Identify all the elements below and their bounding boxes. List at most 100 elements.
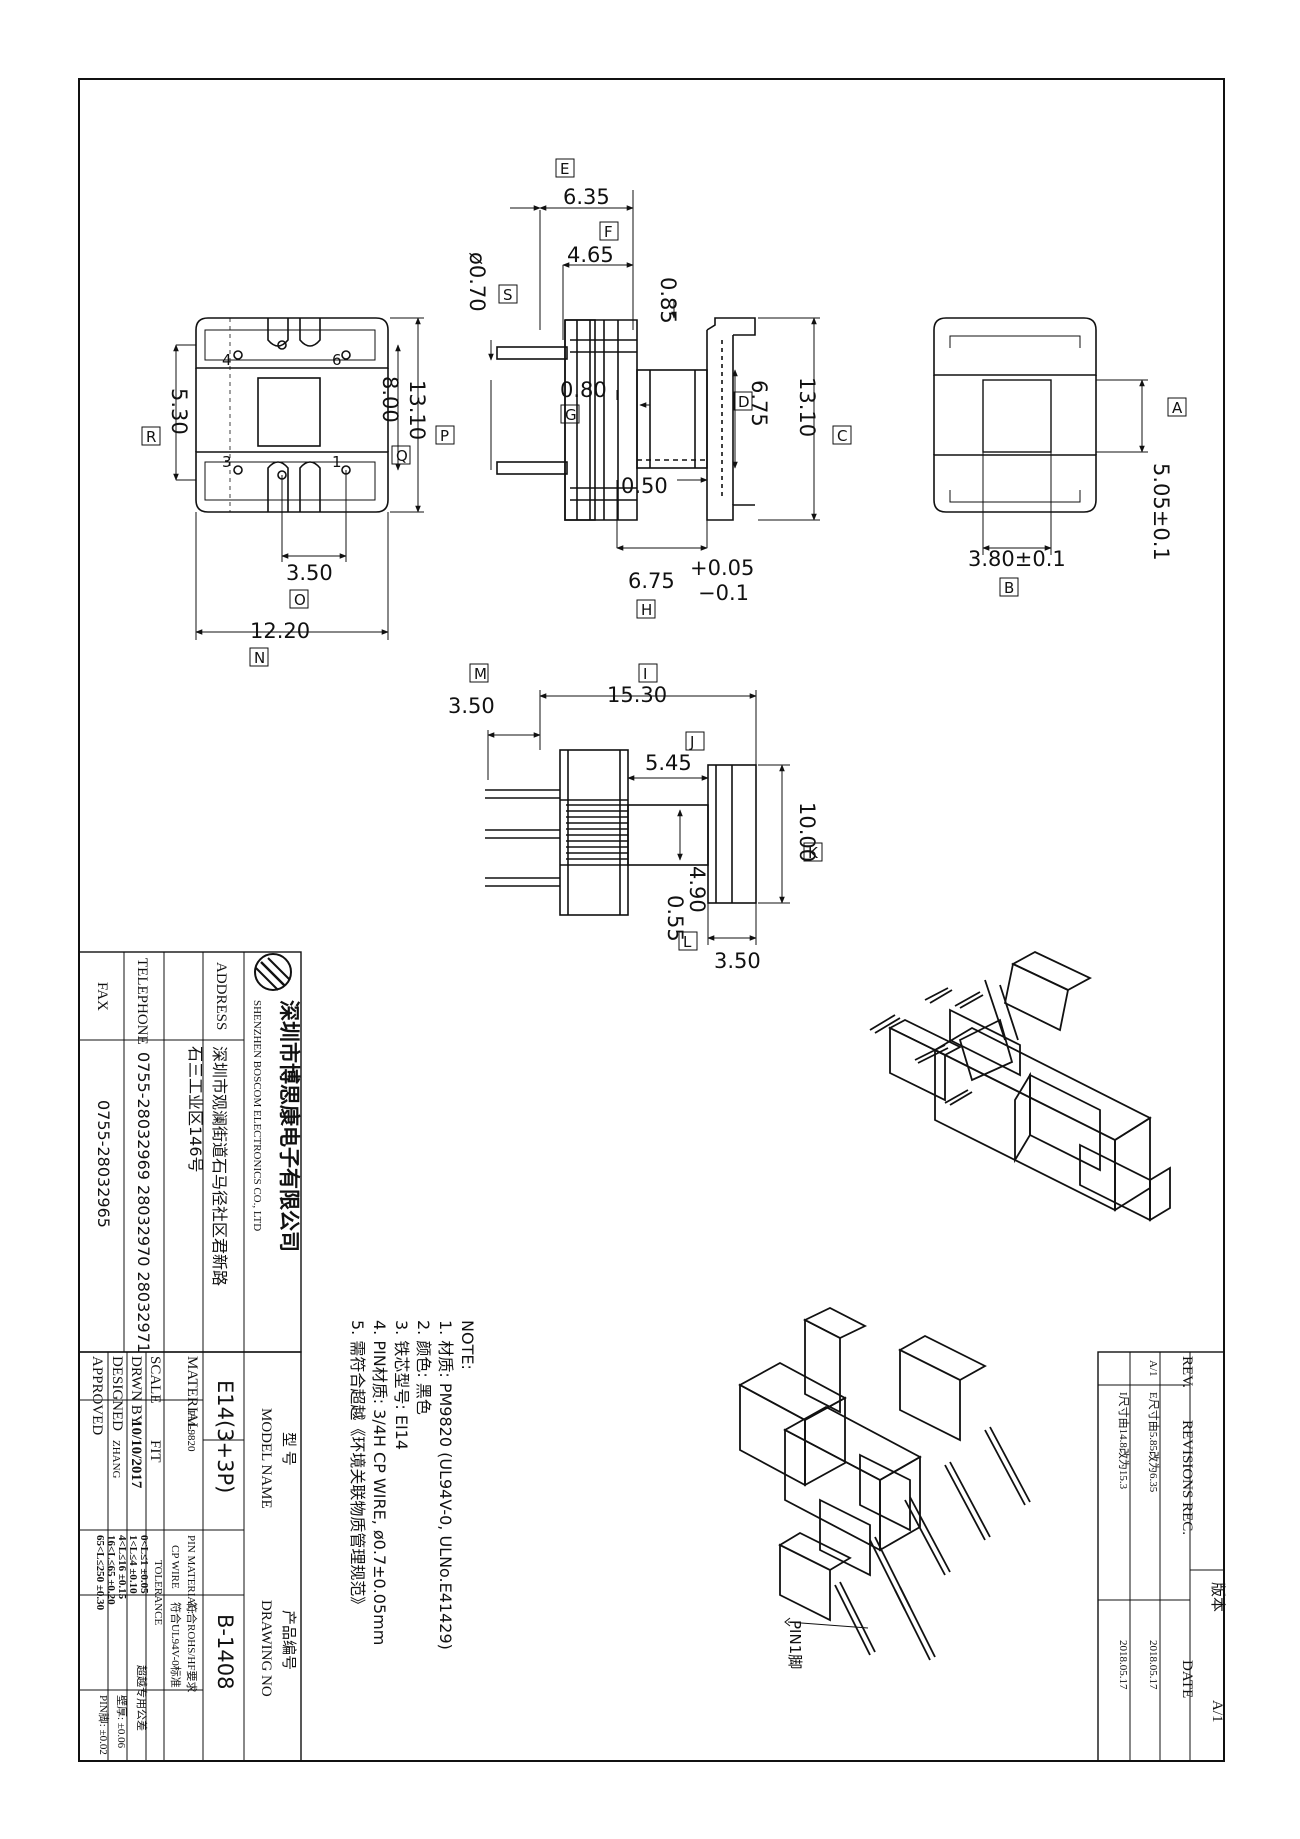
end-view <box>933 317 1097 513</box>
version-value: A/1 <box>1209 1700 1225 1723</box>
approved-label: APPROVED <box>89 1356 105 1435</box>
pin-3-label: 3 <box>222 453 232 471</box>
dim-h-value: 6.75 <box>628 569 675 593</box>
dim-o-tag: O <box>294 591 306 609</box>
dim-o-value: 3.50 <box>286 561 333 585</box>
dim-j-tag: J <box>689 733 694 751</box>
model-label: MODEL NAME <box>258 1408 274 1509</box>
notes-block: NOTE: 1. 材质: PM9820 (UL94V-0, ULNo.E4142… <box>348 1320 477 1650</box>
material-label: MATERIAL <box>184 1356 200 1432</box>
isometric-view-bottom <box>738 1306 1031 1661</box>
tolerance-angle: 壁厚: ±0.06 <box>115 1695 129 1749</box>
dim-h-tol-minus: −0.1 <box>698 581 749 605</box>
dim-c-value: 13.10 <box>795 377 819 437</box>
pin-4-label: 4 <box>222 351 232 369</box>
dim-b-tag: B <box>1004 579 1014 597</box>
pin-material-value: 符合ROHS/HF要求 <box>185 1602 199 1692</box>
dim-k-value: 10.00 <box>795 802 819 862</box>
tolerance-row-3: 4<L≤16 ±0.15 <box>116 1535 128 1600</box>
drawn-value: 10/10/2017 <box>128 1420 144 1489</box>
dim-r-tag: R <box>146 428 156 446</box>
note-2: 2. 颜色: 黑色 <box>414 1320 433 1415</box>
end-dimension-labels: A 5.05±0.1 3.80±0.1 B <box>968 397 1187 597</box>
bottom-dimension-labels: 4 6 3 1 5.30 R 13.10 P 8.00 Q 3.50 O 12.… <box>141 351 455 667</box>
company-logo <box>254 953 292 991</box>
dim-q-tag: Q <box>396 447 408 465</box>
side-view <box>496 317 756 521</box>
tolerance-row-1: 0<L≤1 ±0.05 <box>138 1535 150 1594</box>
rev-row-1-date: 2018.05.17 <box>1147 1640 1159 1690</box>
notes-title: NOTE: <box>458 1320 477 1370</box>
end-dimensions <box>982 379 1148 555</box>
designed-label: DESIGNED <box>109 1356 125 1431</box>
dim-a-tag: A <box>1172 399 1183 417</box>
dim-c-tag: C <box>837 427 847 445</box>
scale-label: SCALE <box>147 1356 163 1404</box>
dim-m-value: 3.50 <box>448 694 495 718</box>
cp-wire-label: CP WIRE <box>169 1545 181 1589</box>
date-label: DATE <box>1179 1660 1195 1698</box>
dim-p-value: 13.10 <box>405 380 429 440</box>
drawn-label: DRWN BY <box>128 1356 144 1426</box>
dim-050-value: 0.50 <box>621 474 668 498</box>
dim-i-tag: I <box>643 665 647 683</box>
dim-n-tag: N <box>254 649 265 667</box>
dim-g-tag: G <box>565 406 577 424</box>
dim-l-tag: L <box>683 933 692 951</box>
front-dimension-labels: M 3.50 I 15.30 J 5.45 10.00 K 4.90 0.55 … <box>448 663 823 973</box>
dim-a-value: 5.05±0.1 <box>1149 463 1173 561</box>
bottom-view <box>195 317 389 513</box>
dim-d-value: 6.75 <box>747 380 771 427</box>
dim-490-value: 4.90 <box>685 866 709 913</box>
dim-350-bottom-value: 3.50 <box>714 949 761 973</box>
address-line-1: 深圳市观澜街道石马径社区君新路 <box>210 1046 229 1286</box>
dim-f-tag: F <box>604 223 613 241</box>
revisions-title: REVISIONS REC. <box>1179 1420 1195 1535</box>
dim-d-tag: D <box>738 393 750 411</box>
rev-row-1-desc: E尺寸由5.85改为6.35 <box>1147 1392 1161 1493</box>
tolerance-row-4: 16<L≤65 ±0.20 <box>105 1535 117 1605</box>
tolerance-title: 超越专用公差 <box>135 1665 149 1731</box>
designed-value: ZHANG <box>110 1440 122 1479</box>
dim-k-tag: K <box>808 844 819 862</box>
address-label: ADDRESS <box>213 962 229 1030</box>
version-label: 版本 <box>1209 1582 1226 1612</box>
tolerance-label: TOLERANCE <box>152 1560 164 1625</box>
company-name-cn: 深圳市博思康电子有限公司 <box>277 1000 301 1252</box>
dim-r-value: 5.30 <box>167 388 191 435</box>
front-dimensions <box>487 690 790 945</box>
dim-i-value: 15.30 <box>607 683 667 707</box>
rev-row-2-date: 2018.05.17 <box>1117 1640 1129 1690</box>
note-4: 4. PIN材质: 3/4H CP WIRE, ø0.7±0.05mm <box>370 1320 389 1645</box>
telephone-label: TELEPHONE <box>134 958 150 1045</box>
company-block: 深圳市博思康电子有限公司 SHENZHEN BOSCOM ELECTRONICS… <box>78 951 302 1353</box>
note-1: 1. 材质: PM9820 (UL94V-0, ULNo.E41429) <box>436 1320 455 1650</box>
dim-g-value: 0.80 <box>560 378 607 402</box>
pin1-label: PIN1脚 <box>786 1620 804 1669</box>
company-name-en: SHENZHEN BOSCOM ELECTRONICS CO., LTD <box>251 1000 263 1231</box>
sheet-border <box>78 78 1225 1762</box>
material-value: PM-9820 <box>185 1410 197 1452</box>
note-3: 3. 铁芯型号: EI14 <box>392 1320 411 1450</box>
dim-j-value: 5.45 <box>645 751 692 775</box>
telephone-value: 0755-28032969 28032970 28032971 <box>134 1052 153 1353</box>
dim-e-value: 6.35 <box>563 185 610 209</box>
isometric-view-top <box>869 950 1171 1222</box>
tolerance-row-2: 1<L≤4 ±0.10 <box>127 1535 139 1594</box>
drawing-label-cn: 产品编号 <box>280 1610 297 1670</box>
revision-block: REV. REVISIONS REC. DATE 版本 A/1 A/1 E尺寸由… <box>1097 1351 1226 1762</box>
dim-f-value: 4.65 <box>567 243 614 267</box>
dim-l-value: 0.55 <box>663 895 687 942</box>
tolerance-row-5: 65<L≤250 ±0.30 <box>94 1535 106 1611</box>
side-dimensions <box>488 190 820 551</box>
front-view <box>485 749 757 916</box>
model-value: E14(3+3P) <box>213 1380 237 1493</box>
rev-label: REV. <box>1179 1356 1195 1388</box>
scale-value: FIT <box>147 1440 163 1463</box>
dim-s-value: ø0.70 <box>465 252 489 312</box>
pin-6-label: 6 <box>332 351 342 369</box>
drawing-no-value: B-1408 <box>213 1614 237 1689</box>
dim-s-tag: S <box>503 286 513 304</box>
tolerance-pin: PIN脚: ±0.02 <box>97 1695 111 1755</box>
rev-row-1-rev: A/1 <box>1147 1360 1159 1377</box>
